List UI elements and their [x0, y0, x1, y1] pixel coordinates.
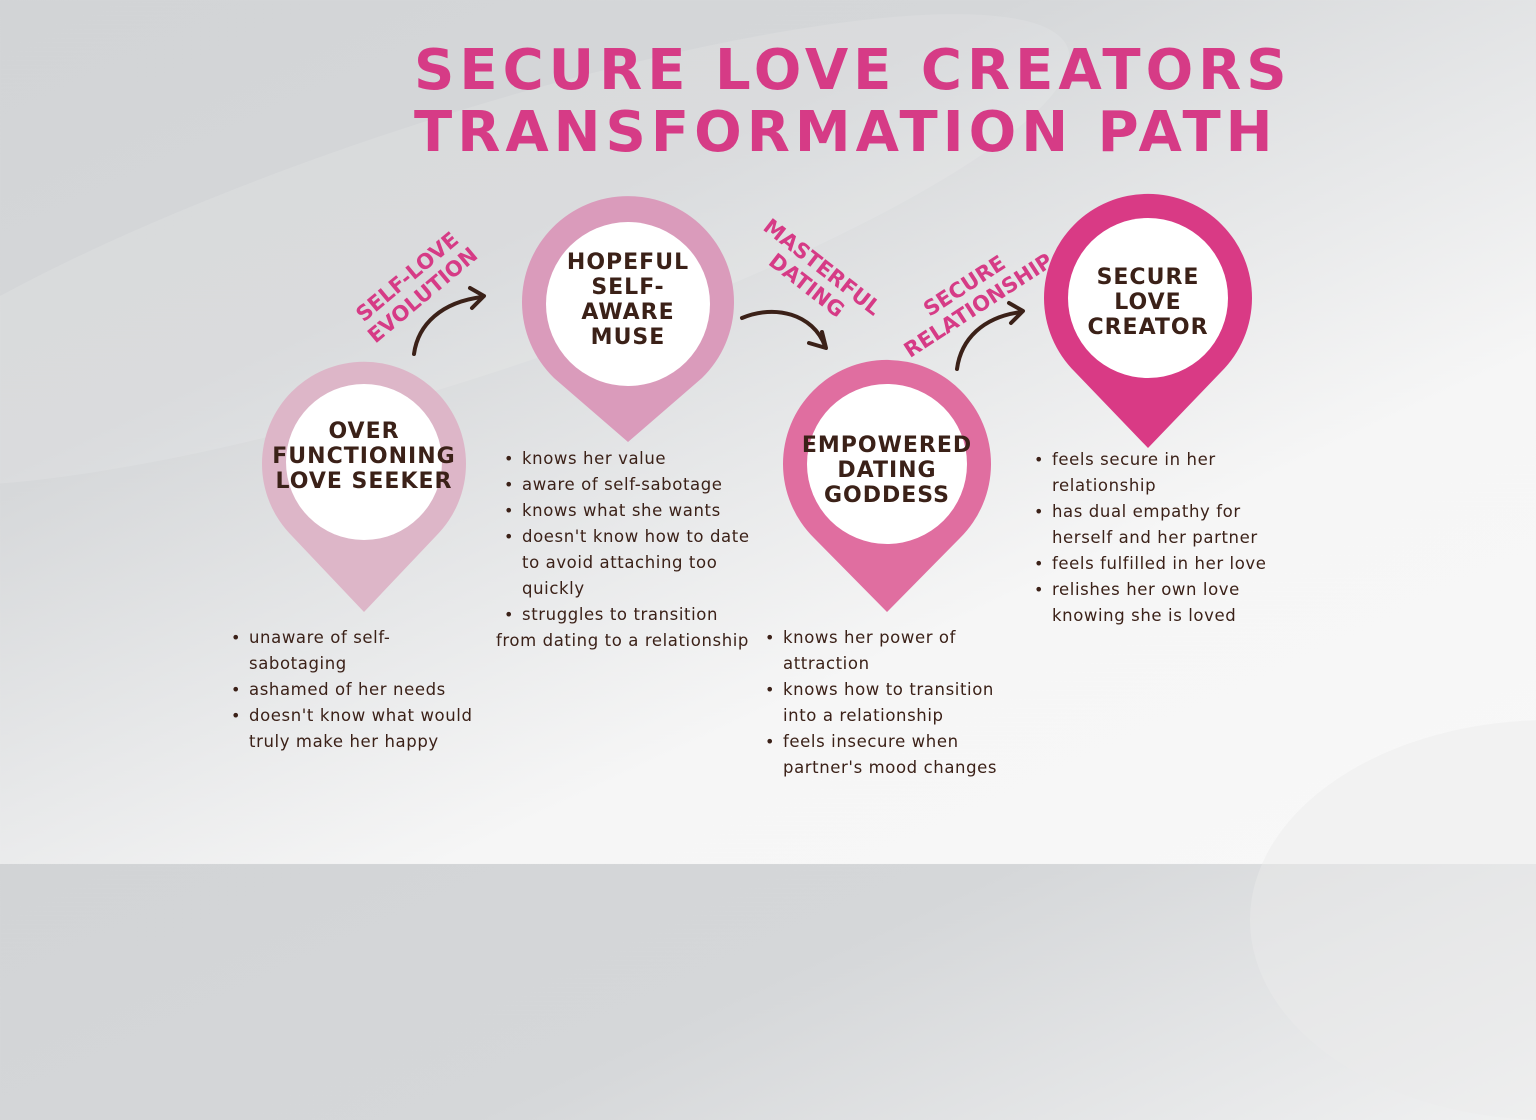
stage-1-traits: unaware of self- sabotaging ashamed of h… — [229, 625, 509, 755]
map-pin-icon — [1044, 193, 1252, 448]
trait-text: struggles to transition — [522, 605, 719, 624]
trait-text: unaware of self- — [249, 628, 391, 647]
stage-3-traits: knows her power of attraction knows how … — [763, 625, 1043, 781]
stage-title-line: HOPEFUL — [566, 250, 690, 275]
trait-item: aware of self-sabotage — [502, 472, 792, 498]
trait-text: doesn't know how to date — [522, 527, 750, 546]
stage-pin-hopeful-self-aware-muse: HOPEFUL SELF- AWARE MUSE — [522, 196, 734, 444]
trait-text: herself and her partner — [1052, 528, 1258, 547]
trait-text: attraction — [783, 654, 870, 673]
trait-item: knows what she wants — [502, 498, 792, 524]
trait-text: truly make her happy — [249, 732, 439, 751]
stage-title: EMPOWERED DATING GODDESS — [773, 430, 1001, 510]
trait-text: knows her power of — [783, 628, 957, 647]
trait-item: knows her power of attraction — [763, 625, 1043, 677]
stage-title-line: GODDESS — [823, 482, 950, 508]
stage-pin-secure-love-creator: SECURE LOVE CREATOR — [1044, 193, 1252, 450]
background-swoosh — [1250, 720, 1536, 1120]
trait-text: sabotaging — [249, 654, 347, 673]
stage-title-line: SECURE — [1096, 264, 1200, 290]
trait-item: doesn't know how to date to avoid attach… — [502, 524, 792, 602]
stage-pin-over-functioning-love-seeker: OVER FUNCTIONING LOVE SEEKER — [262, 360, 466, 614]
trait-item: struggles to transition from dating to a… — [496, 602, 792, 654]
stage-pin-empowered-dating-goddess: EMPOWERED DATING GODDESS — [783, 359, 991, 614]
trait-text: relationship — [1052, 476, 1157, 495]
trait-text: knows how to transition — [783, 680, 994, 699]
map-pin-icon — [262, 361, 466, 612]
trait-item: ashamed of her needs — [229, 677, 509, 703]
trait-text: quickly — [522, 579, 585, 598]
trait-text: knows what she wants — [522, 501, 721, 520]
curved-arrow-down-right-icon — [740, 309, 828, 350]
trait-text: into a relationship — [783, 706, 944, 725]
curved-arrow-up-right-icon — [955, 301, 1025, 371]
stage-title-line: FUNCTIONING — [272, 443, 456, 469]
stage-title-line: CREATOR — [1087, 314, 1209, 340]
curved-arrow-up-right-icon — [412, 286, 486, 356]
trait-item: unaware of self- sabotaging — [229, 625, 509, 677]
stage-title: HOPEFUL SELF- AWARE MUSE — [522, 248, 734, 352]
trait-item: doesn't know what would truly make her h… — [229, 703, 509, 755]
trait-text: aware of self-sabotage — [522, 475, 723, 494]
trait-text: from dating to a relationship — [496, 631, 750, 650]
stage-title: OVER FUNCTIONING LOVE SEEKER — [252, 416, 476, 496]
trait-text: feels secure in her — [1052, 450, 1216, 469]
stage-title-line: DATING — [837, 457, 937, 483]
page-title: SECURE LOVE CREATORS TRANSFORMATION PATH — [414, 38, 1292, 165]
stage-title-line: AWARE — [581, 300, 675, 325]
trait-text: feels insecure when — [783, 732, 959, 751]
stage-title-line: MUSE — [590, 325, 666, 350]
stage-title: SECURE LOVE CREATOR — [1044, 262, 1252, 342]
trait-text: partner's mood changes — [783, 758, 998, 777]
trait-item: feels secure in her relationship — [1032, 447, 1322, 499]
trait-item: relishes her own love knowing she is lov… — [1032, 577, 1322, 629]
title-line-2: TRANSFORMATION PATH — [414, 100, 1278, 165]
trait-item: knows how to transition into a relations… — [763, 677, 1043, 729]
map-pin-icon — [783, 359, 991, 612]
trait-text: to avoid attaching too — [522, 553, 718, 572]
trait-text: knows her value — [522, 449, 667, 468]
trait-text: relishes her own love — [1052, 580, 1240, 599]
trait-text: feels fulfilled in her love — [1052, 554, 1267, 573]
trait-item: feels insecure when partner's mood chang… — [763, 729, 1043, 781]
stage-title-line: SELF- — [591, 275, 665, 300]
stage-4-traits: feels secure in her relationship has dua… — [1032, 447, 1322, 629]
stage-title-line: OVER — [328, 418, 400, 444]
title-line-1: SECURE LOVE CREATORS — [414, 38, 1292, 103]
trait-text: knowing she is loved — [1052, 606, 1237, 625]
stage-title-line: LOVE SEEKER — [275, 468, 453, 494]
trait-text: has dual empathy for — [1052, 502, 1241, 521]
stage-2-traits: knows her value aware of self-sabotage k… — [496, 446, 792, 654]
trait-item: feels fulfilled in her love — [1032, 551, 1322, 577]
trait-text: ashamed of her needs — [249, 680, 446, 699]
trait-text: doesn't know what would — [249, 706, 473, 725]
trait-item: has dual empathy for herself and her par… — [1032, 499, 1322, 551]
map-pin-icon — [522, 196, 734, 442]
stage-title-line: EMPOWERED — [801, 432, 973, 458]
stage-title-line: LOVE — [1114, 289, 1182, 315]
trait-item: knows her value — [502, 446, 792, 472]
